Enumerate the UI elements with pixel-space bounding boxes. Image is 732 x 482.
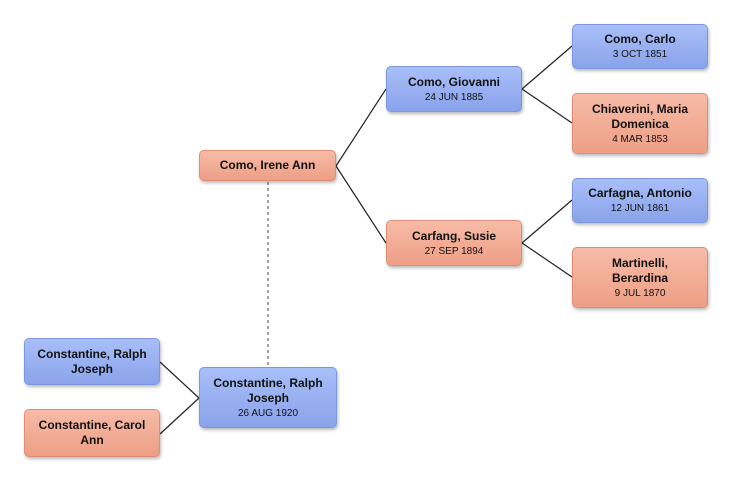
person-box-como-irene[interactable]: Como, Irene Ann: [199, 150, 336, 181]
person-name: Carfang, Susie: [411, 228, 497, 243]
person-date: 12 JUN 1861: [610, 203, 670, 214]
person-name: Constantine, Ralph Joseph: [37, 346, 147, 376]
person-date: 9 JUL 1870: [614, 287, 666, 299]
person-box-como-carlo[interactable]: Como, Carlo 3 OCT 1851: [572, 24, 708, 69]
person-name: Chiaverini, Maria Domenica: [591, 101, 689, 131]
connector-irene-to-parents: [335, 88, 387, 244]
person-name: Constantine, Ralph Joseph: [213, 375, 323, 405]
person-date: 24 JUN 1885: [424, 91, 484, 103]
person-box-chiaverini-maria[interactable]: Chiaverini, Maria Domenica 4 MAR 1853: [572, 93, 708, 154]
connector-ralph-jr-to-parents: [159, 361, 200, 435]
person-date: 4 MAR 1853: [612, 133, 668, 145]
person-date: 27 SEP 1894: [424, 245, 484, 257]
person-box-constantine-ralph-sr[interactable]: Constantine, Ralph Joseph: [24, 338, 160, 385]
person-box-carfagna-antonio[interactable]: Carfagna, Antonio 12 JUN 1861: [572, 178, 708, 223]
person-name: Como, Giovanni: [407, 74, 500, 89]
person-box-martinelli-berardina[interactable]: Martinelli, Berardina 9 JUL 1870: [572, 247, 708, 308]
person-name: Carfagna, Antonio: [588, 186, 692, 200]
connector-susie-to-parents: [521, 199, 573, 278]
person-box-constantine-ralph-jr[interactable]: Constantine, Ralph Joseph 26 AUG 1920: [199, 367, 337, 428]
person-name: Como, Irene Ann: [219, 158, 316, 172]
person-box-carfang-susie[interactable]: Carfang, Susie 27 SEP 1894: [386, 220, 522, 266]
person-name: Martinelli, Berardina: [611, 255, 669, 285]
connector-giovanni-to-parents: [521, 45, 573, 124]
person-name: Constantine, Carol Ann: [38, 418, 146, 447]
person-box-constantine-carol[interactable]: Constantine, Carol Ann: [24, 409, 160, 457]
person-date: 3 OCT 1851: [612, 49, 668, 60]
person-date: 26 AUG 1920: [237, 407, 299, 419]
person-box-como-giovanni[interactable]: Como, Giovanni 24 JUN 1885: [386, 66, 522, 112]
person-name: Como, Carlo: [604, 32, 676, 46]
